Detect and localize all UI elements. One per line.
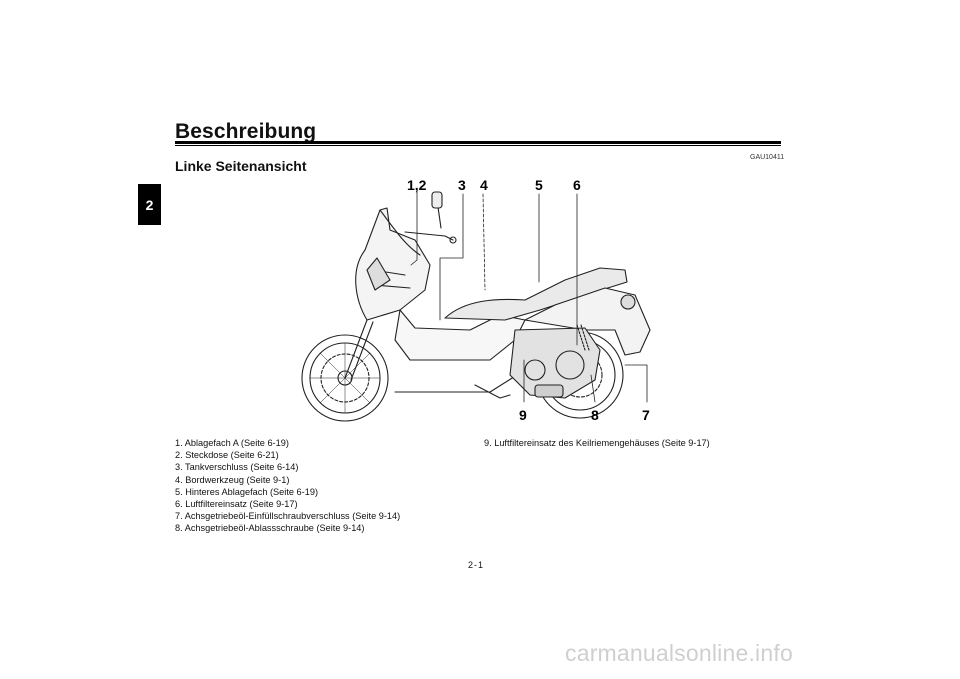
legend-item: 1. Ablagefach A (Seite 6-19) — [175, 438, 289, 448]
scooter-illustration: 1,2 3 4 5 6 9 8 7 — [301, 177, 651, 423]
legend-list-right: 9. Luftfiltereinsatz des Keilriemengehäu… — [484, 437, 784, 449]
legend-item: 7. Achsgetriebeöl-Einfüllschraubverschlu… — [175, 511, 401, 522]
callout-3: 3 — [458, 177, 466, 193]
callout-8: 8 — [591, 407, 599, 423]
section-title: Linke Seitenansicht — [175, 158, 307, 174]
legend-item: 2. Steckdose (Seite 6-21) — [175, 450, 279, 461]
callout-1-2: 1,2 — [407, 177, 427, 193]
legend-list-left: 1. Ablagefach A (Seite 6-19) 2. Steckdos… — [175, 437, 475, 535]
page-number: 2-1 — [468, 560, 485, 570]
legend-item: 4. Bordwerkzeug (Seite 9-1) — [175, 474, 290, 485]
callout-9: 9 — [519, 407, 527, 423]
legend-item: 6. Luftfiltereinsatz (Seite 9-17) — [175, 499, 298, 510]
page-title: Beschreibung — [175, 120, 317, 143]
callout-5: 5 — [535, 177, 543, 193]
front-wheel — [301, 334, 389, 422]
callout-7: 7 — [642, 407, 650, 423]
chapter-tab: 2 — [138, 184, 161, 225]
document-code: GAU10411 — [750, 154, 785, 161]
header-rule-thin — [175, 145, 781, 146]
watermark-link[interactable]: carmanualsonline.info — [565, 640, 793, 666]
legend-item: 3. Tankverschluss (Seite 6-14) — [175, 462, 299, 473]
header-rule — [175, 141, 781, 144]
callout-6: 6 — [573, 177, 581, 193]
legend-item: 8. Achsgetriebeöl-Ablassschraube (Seite … — [175, 523, 365, 534]
legend-item: 9. Luftfiltereinsatz des Keilriemengehäu… — [484, 438, 710, 448]
callout-4: 4 — [480, 177, 488, 193]
legend-item: 5. Hinteres Ablagefach (Seite 6-19) — [175, 486, 318, 497]
